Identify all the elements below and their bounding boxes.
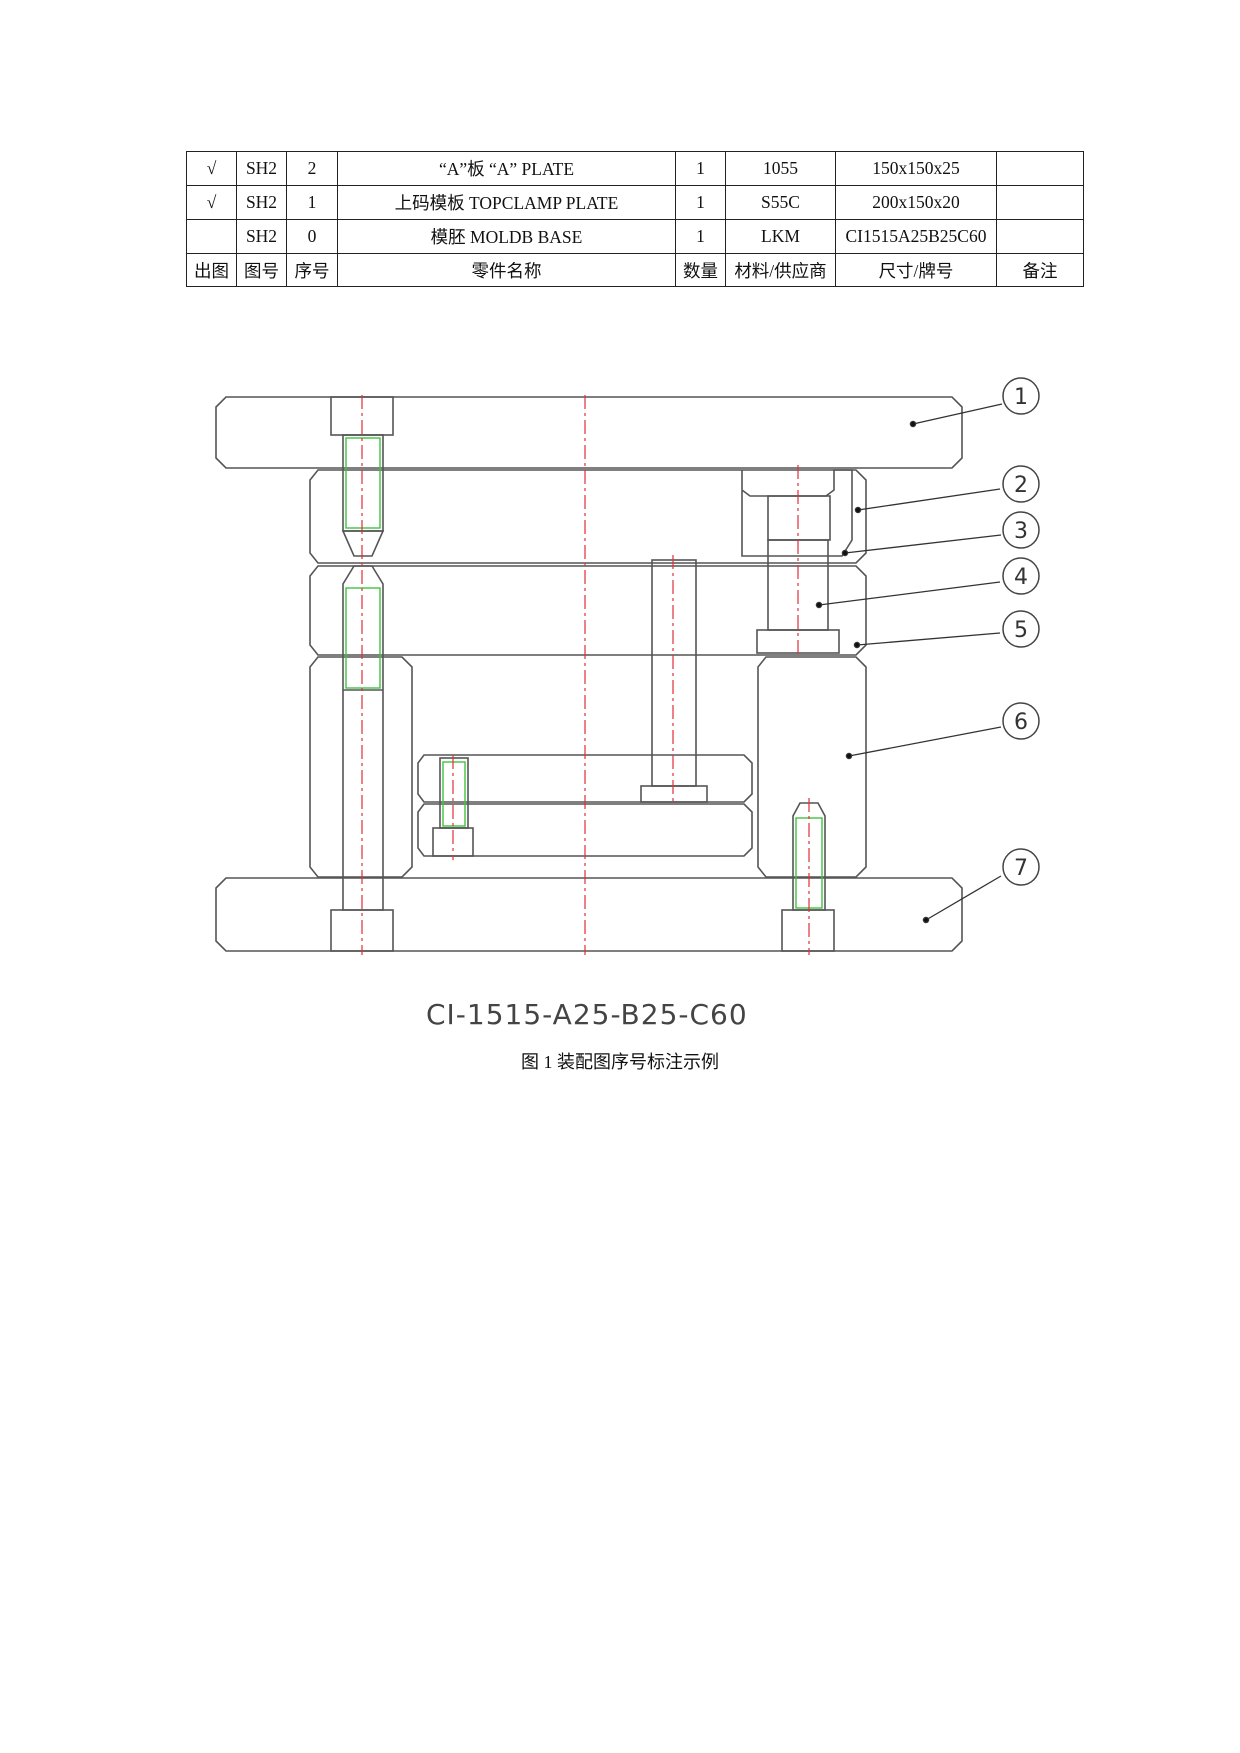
ejector-retainer-plate — [417, 754, 753, 803]
bom-cell-name: 模胚 MOLDB BASE — [337, 219, 676, 254]
bom-cell-remark — [996, 219, 1084, 254]
bom-cell-size: 150x150x25 — [835, 151, 997, 186]
bom-cell-qty: 1 — [675, 151, 726, 186]
balloon-3: 3 — [1002, 511, 1040, 549]
bom-cell-remark — [996, 185, 1084, 220]
bom-table: √ SH2 2 “A”板 “A” PLATE 1 1055 150x150x25… — [186, 151, 1084, 287]
bom-cell-remark — [996, 151, 1084, 186]
return-pin — [651, 559, 697, 787]
guide-pin — [342, 565, 384, 911]
balloon-1: 1 — [1002, 377, 1040, 415]
bom-cell-name: 上码模板 TOPCLAMP PLATE — [337, 185, 676, 220]
bom-cell-qty: 1 — [675, 219, 726, 254]
bom-cell-check: √ — [186, 185, 237, 220]
balloon-6: 6 — [1002, 702, 1040, 740]
leader-lines — [815, 403, 1003, 924]
bom-cell-qty: 1 — [675, 185, 726, 220]
balloon-5: 5 — [1002, 610, 1040, 648]
plates — [215, 396, 963, 952]
bottom-clamp-plate — [215, 877, 963, 952]
bom-row: SH2 0 模胚 MOLDB BASE 1 LKM CI1515A25B25C6… — [186, 219, 1084, 254]
assembly-svg: 1 2 3 4 5 6 7 — [215, 377, 1040, 955]
svg-text:3: 3 — [1014, 519, 1028, 544]
bom-cell-seq: 1 — [286, 185, 338, 220]
spacer-block-left — [309, 656, 413, 878]
b-plate — [309, 565, 867, 656]
balloons: 1 2 3 4 5 6 7 — [1002, 377, 1040, 886]
svg-text:6: 6 — [1014, 710, 1028, 735]
bom-header-check: 出图 — [186, 253, 237, 287]
bom-cell-check — [186, 219, 237, 254]
bom-header-name: 零件名称 — [337, 253, 676, 287]
bom-cell-material: LKM — [725, 219, 836, 254]
bom-cell-drawing-no: SH2 — [236, 151, 287, 186]
bom-header-drawing-no: 图号 — [236, 253, 287, 287]
bom-cell-size: 200x150x20 — [835, 185, 997, 220]
bom-cell-drawing-no: SH2 — [236, 185, 287, 220]
svg-text:2: 2 — [1014, 473, 1028, 498]
svg-text:1: 1 — [1014, 385, 1028, 410]
figure-caption: 图 1 装配图序号标注示例 — [521, 1052, 719, 1072]
bom-cell-drawing-no: SH2 — [236, 219, 287, 254]
balloon-2: 2 — [1002, 465, 1040, 503]
guide-bush — [741, 469, 853, 557]
bom-row: √ SH2 2 “A”板 “A” PLATE 1 1055 150x150x25 — [186, 151, 1084, 186]
svg-text:4: 4 — [1014, 565, 1028, 590]
bom-header-qty: 数量 — [675, 253, 726, 287]
mold-assembly-drawing: 1 2 3 4 5 6 7 — [200, 370, 1070, 970]
bom-header-remark: 备注 — [996, 253, 1084, 287]
model-code: CI-1515-A25-B25-C60 — [426, 998, 748, 1031]
bom-header-material: 材料/供应商 — [725, 253, 836, 287]
bom-header-size: 尺寸/牌号 — [835, 253, 997, 287]
bom-cell-seq: 2 — [286, 151, 338, 186]
bom-row: √ SH2 1 上码模板 TOPCLAMP PLATE 1 S55C 200x1… — [186, 185, 1084, 220]
balloon-7: 7 — [1002, 848, 1040, 886]
balloon-4: 4 — [1002, 557, 1040, 595]
bom-cell-name: “A”板 “A” PLATE — [337, 151, 676, 186]
a-plate — [309, 469, 867, 564]
bom-cell-material: S55C — [725, 185, 836, 220]
svg-text:7: 7 — [1014, 856, 1028, 881]
spacer-block-right — [757, 656, 867, 878]
top-clamp-plate — [215, 396, 963, 469]
bom-header-row: 出图 图号 序号 零件名称 数量 材料/供应商 尺寸/牌号 备注 — [186, 253, 1084, 287]
bom-header-seq: 序号 — [286, 253, 338, 287]
ejector-plate — [417, 803, 753, 857]
bom-cell-size: CI1515A25B25C60 — [835, 219, 997, 254]
centerlines — [361, 395, 810, 955]
bom-cell-check: √ — [186, 151, 237, 186]
bom-cell-material: 1055 — [725, 151, 836, 186]
bom-cell-seq: 0 — [286, 219, 338, 254]
svg-text:5: 5 — [1014, 618, 1028, 643]
